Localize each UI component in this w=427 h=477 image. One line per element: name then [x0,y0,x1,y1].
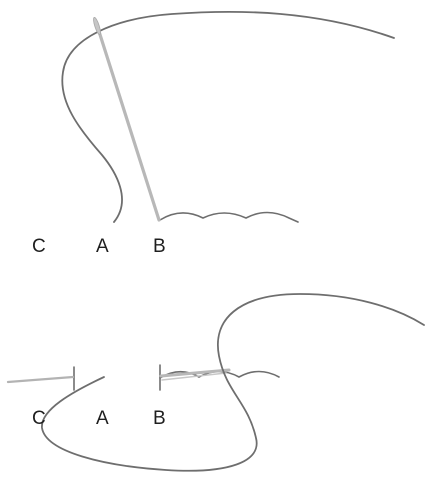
panel2-label-b: B [153,408,166,429]
panel2-needle [159,368,231,381]
panel-step-2: C A B [6,293,425,472]
panel1-label-b: B [153,236,166,257]
panel1-stitch-row [159,211,299,223]
panel-step-1: C A B [32,10,395,257]
panel2-label-c: C [32,408,46,429]
panel1-label-c: C [32,236,46,257]
panel2-thread-loop [41,293,425,472]
panel1-needle [93,17,161,222]
panel1-label-a: A [96,236,109,257]
panel1-thread-loop [61,10,395,223]
panel2-label-a: A [96,408,109,429]
panel2-thread-tail [6,375,75,384]
